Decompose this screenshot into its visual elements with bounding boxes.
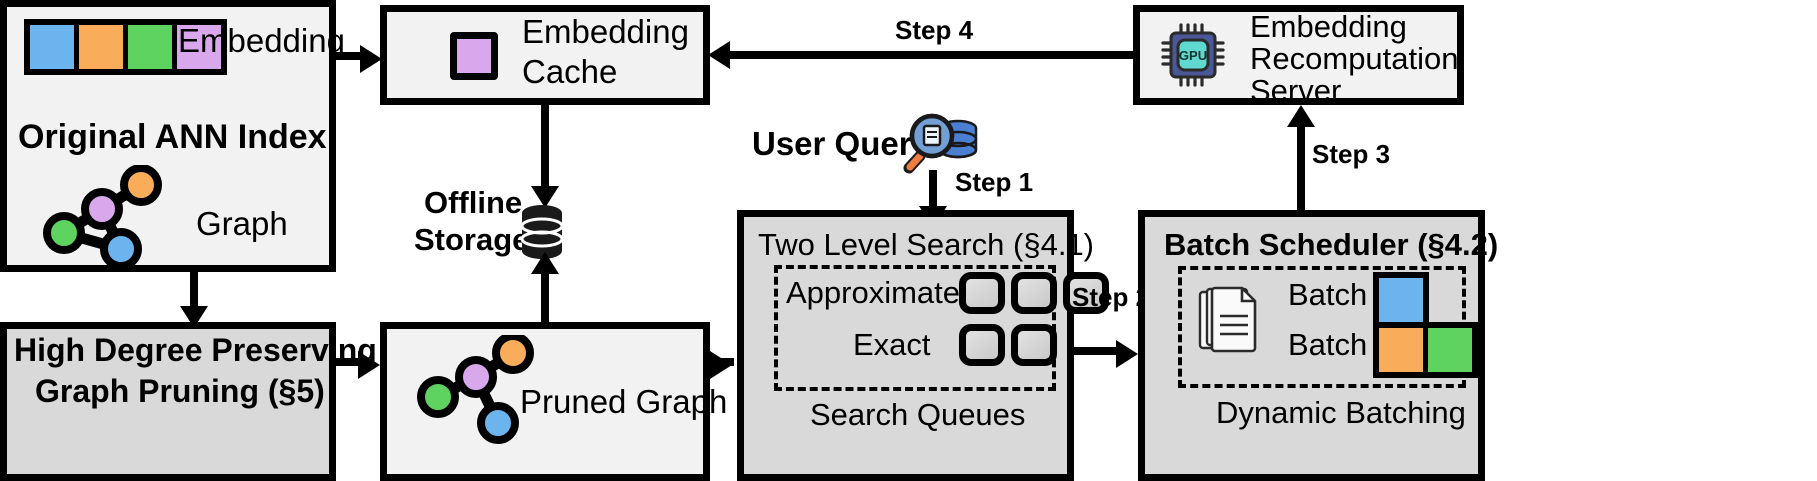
arrow-scheduler-to-server-head — [1287, 105, 1315, 127]
arrow-cache-to-storage-head — [531, 186, 559, 208]
step-1-label: Step 1 — [955, 167, 1034, 197]
dynamic-batching-footer: Dynamic Batching — [1216, 395, 1466, 430]
exact-slot-row — [959, 324, 1057, 366]
arrow-search-to-scheduler-shaft — [1074, 347, 1124, 355]
arrow-search-to-scheduler-head — [1116, 340, 1138, 368]
arrow-scheduler-to-server-shaft — [1297, 125, 1305, 210]
arrow-pruned-to-storage-shaft — [541, 272, 549, 322]
approximate-label: Approximate — [786, 275, 961, 310]
batch-2-swatch-green — [1428, 328, 1472, 372]
arrow-index-to-pruning-shaft — [190, 272, 198, 310]
arrow-pruning-to-pruned-shaft — [336, 358, 360, 366]
embedding-swatch-green — [128, 25, 177, 69]
offline-storage-line1: Offline — [424, 185, 523, 220]
recomputation-server-line2: Recomputation — [1250, 41, 1459, 76]
search-queues-footer: Search Queues — [810, 397, 1026, 432]
arrow-server-to-cache-head — [708, 41, 730, 69]
arrow-server-to-cache-shaft — [728, 51, 1134, 59]
pruned-graph-label: Pruned Graph — [520, 383, 728, 420]
arrow-index-to-cache-head — [360, 45, 382, 73]
step-4-label: Step 4 — [895, 15, 974, 45]
exact-slot[interactable] — [959, 324, 1005, 366]
recomputation-server-line1: Embedding — [1250, 9, 1407, 44]
magnifier-database-icon — [903, 113, 978, 174]
graph-label: Graph — [196, 205, 288, 242]
batch-1-swatches — [1373, 272, 1429, 328]
embedding-swatch-strip — [24, 19, 227, 75]
batch-2-swatches — [1373, 322, 1478, 378]
embedding-swatch-orange — [79, 25, 128, 69]
arrow-cache-to-storage-shaft — [541, 105, 549, 190]
approximate-slot[interactable] — [1011, 272, 1057, 314]
embedding-cache-box — [380, 5, 710, 105]
approximate-slot[interactable] — [959, 272, 1005, 314]
recomputation-server-line3: Server — [1250, 73, 1342, 108]
original-graph-icon — [43, 165, 162, 265]
documents-stack-icon — [1198, 286, 1257, 353]
two-level-search-title: Two Level Search (§4.1) — [758, 227, 1095, 262]
arrow-index-to-cache-shaft — [336, 52, 362, 60]
embedding-cache-line1: Embedding — [522, 13, 689, 50]
embedding-label: Embedding — [178, 22, 345, 59]
batch-1-swatch-blue — [1379, 278, 1423, 322]
approximate-slot-row — [959, 272, 1109, 314]
database-cylinder-icon — [520, 205, 564, 259]
arrow-query-to-search-shaft — [929, 170, 937, 210]
graph-pruning-line2: Graph Pruning (§5) — [35, 373, 325, 409]
arrow-pruned-to-storage-head — [531, 252, 559, 274]
batch-2-swatch-orange — [1379, 328, 1428, 372]
gpu-chip-icon: GPU — [1161, 23, 1225, 87]
batch-scheduler-title: Batch Scheduler (§4.2) — [1164, 227, 1499, 262]
step-3-label: Step 3 — [1312, 139, 1391, 169]
graph-pruning-box — [0, 322, 336, 481]
approximate-slot[interactable] — [1063, 272, 1109, 314]
svg-text:GPU: GPU — [1179, 48, 1207, 63]
embedding-swatch-blue — [30, 25, 79, 69]
embedding-cache-line2: Cache — [522, 53, 618, 90]
exact-slot[interactable] — [1011, 324, 1057, 366]
graph-pruning-line1: High Degree Preserving — [14, 332, 377, 368]
embedding-swatch-purple — [177, 25, 221, 69]
purple-square-icon — [450, 32, 498, 80]
original-ann-index-title: Original ANN Index — [18, 118, 327, 156]
pruned-graph-icon — [417, 335, 534, 444]
arrow-pruned-to-search-head — [710, 351, 732, 379]
arrow-pruning-to-pruned-head — [358, 351, 380, 379]
offline-storage-line2: Storage — [414, 222, 530, 257]
exact-label: Exact — [853, 327, 931, 362]
